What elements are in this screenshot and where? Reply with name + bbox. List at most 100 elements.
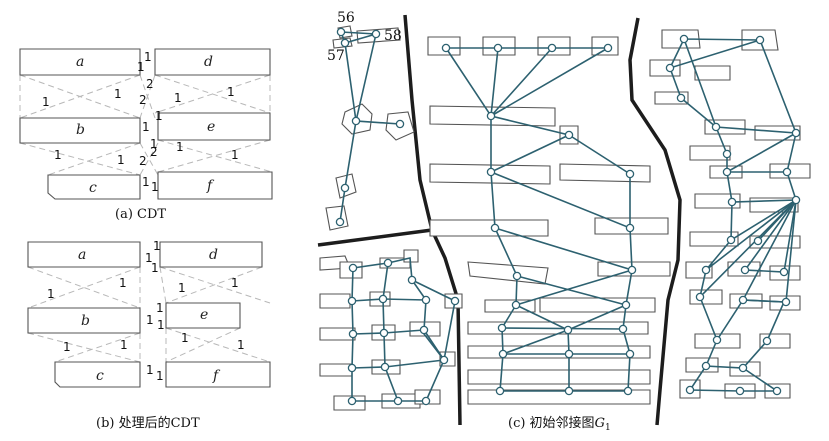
building <box>467 389 651 405</box>
building <box>689 145 731 161</box>
graph-node <box>685 385 695 395</box>
graph-node <box>735 386 745 396</box>
graph-edge <box>698 199 797 303</box>
cdt-edge <box>139 142 159 176</box>
graph-node <box>791 195 801 205</box>
graph-node <box>665 63 675 73</box>
panel-b-triangulation <box>27 266 271 363</box>
graph-node <box>564 386 574 396</box>
building <box>539 297 656 313</box>
cluster-bottom-left <box>319 249 463 411</box>
graph-node <box>618 324 628 334</box>
caption-c-var: G <box>595 416 605 431</box>
edge-weight: 1 <box>153 239 161 253</box>
cluster-right <box>649 29 811 399</box>
graph-node <box>563 325 573 335</box>
graph-node <box>695 292 705 302</box>
graph-edge <box>501 327 624 330</box>
graph-node <box>441 43 451 53</box>
building-a <box>19 48 141 76</box>
label-d: d <box>209 247 218 263</box>
edge-weight: 1 <box>150 137 158 151</box>
panel-c-adjacency-graph: 56 57 58 <box>317 10 811 433</box>
label-a: a <box>78 247 86 263</box>
label-c: c <box>96 368 104 384</box>
building <box>429 219 549 237</box>
graph-edge <box>411 279 456 362</box>
edge-weight: 1 <box>144 50 152 64</box>
edge-weight: 1 <box>146 363 154 377</box>
graph-node <box>621 300 631 310</box>
edge-weight: 1 <box>151 261 159 275</box>
graph-node <box>623 386 633 396</box>
graph-node <box>340 183 350 193</box>
graph-node <box>380 362 390 372</box>
edge-weight: 1 <box>42 95 50 109</box>
graph-node <box>348 263 358 273</box>
graph-edge <box>730 199 797 242</box>
graph-node <box>603 43 613 53</box>
building-e <box>165 302 241 329</box>
graph-node <box>486 111 496 121</box>
label-b: b <box>81 313 90 329</box>
graph-node <box>781 297 791 307</box>
edge-weight: 1 <box>117 153 125 167</box>
graph-edge <box>715 126 798 174</box>
graph-node <box>712 335 722 345</box>
graph-node <box>627 265 637 275</box>
graph-node <box>351 116 361 126</box>
graph-node <box>347 296 357 306</box>
graph-node <box>379 328 389 338</box>
cdt-edge <box>139 142 159 176</box>
building-d <box>159 241 263 268</box>
edge-weight: 1 <box>231 276 239 290</box>
graph-node <box>378 294 388 304</box>
graph-node <box>701 265 711 275</box>
graph-edge <box>705 199 797 273</box>
graph-edge <box>352 257 413 281</box>
edge-weight: 1 <box>145 251 153 265</box>
label-e: e <box>207 119 215 135</box>
graph-node <box>336 27 346 37</box>
cdt-edge <box>157 139 271 173</box>
graph-node <box>383 258 393 268</box>
edge-weight: 1 <box>181 331 189 345</box>
building <box>694 65 731 81</box>
building-c <box>54 361 141 388</box>
graph-node <box>564 349 574 359</box>
building <box>319 293 351 309</box>
edge-weight: 1 <box>156 301 164 315</box>
graph-edge <box>515 304 570 391</box>
cdt-edge <box>165 327 271 363</box>
graph-node <box>348 329 358 339</box>
graph-edge <box>669 39 798 134</box>
edge-weight: 1 <box>120 338 128 352</box>
graph-node <box>419 325 429 335</box>
caption-a: (a) CDT <box>115 207 166 222</box>
graph-node <box>495 386 505 396</box>
edge-weight: 2 <box>139 93 147 107</box>
graph-edge <box>340 31 377 44</box>
cdt-edge <box>139 74 156 119</box>
building-c <box>47 174 141 200</box>
cdt-edge <box>54 332 141 363</box>
cdt-edge <box>19 142 141 176</box>
graph-node <box>511 300 521 310</box>
graph-node <box>738 295 748 305</box>
graph-node <box>779 267 789 277</box>
graph-node <box>564 130 574 140</box>
building <box>319 363 353 377</box>
graph-node <box>791 128 801 138</box>
caption-c-text: (c) 初始邻接图 <box>508 415 595 431</box>
building <box>467 369 651 385</box>
cluster-top-left: 56 57 58 <box>325 10 415 231</box>
graph-node <box>755 35 765 45</box>
edge-weight: 1 <box>237 338 245 352</box>
graph-edge <box>622 227 633 392</box>
label-e: e <box>200 307 208 323</box>
edge-weight: 2 <box>146 77 154 91</box>
graph-node <box>772 386 782 396</box>
edge-weight: 1 <box>155 109 163 123</box>
graph-edge <box>499 304 517 392</box>
